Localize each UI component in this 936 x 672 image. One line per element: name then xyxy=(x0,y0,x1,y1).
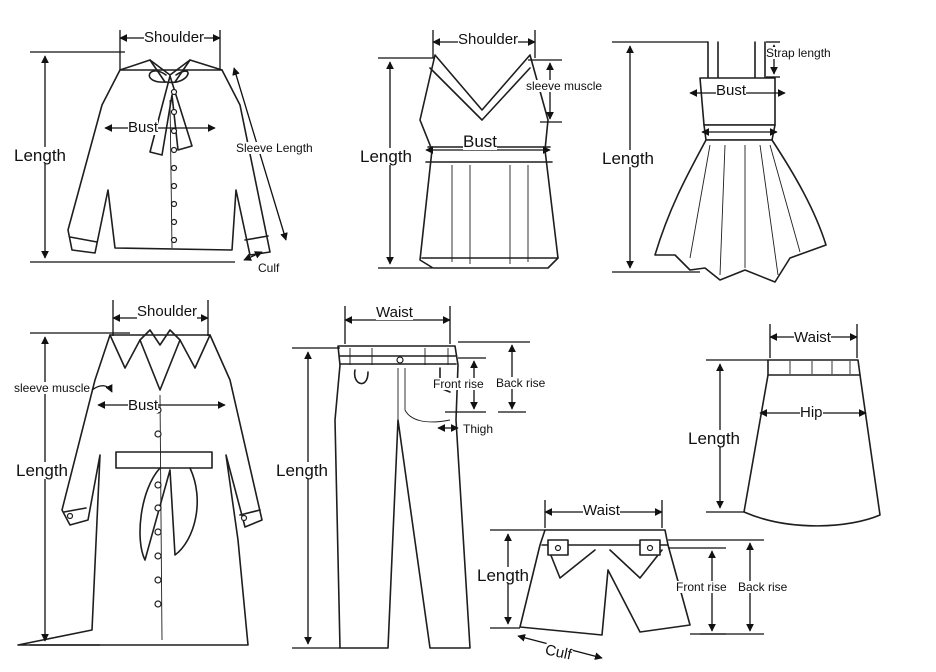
shirt-length-label: Length xyxy=(14,146,66,165)
pants-measure-lines xyxy=(292,306,530,649)
shirt-measure-lines xyxy=(30,30,288,263)
dress-length-label: Length xyxy=(602,149,654,168)
coat-drawing xyxy=(17,329,263,646)
shirt-shoulder-label: Shoulder xyxy=(144,29,205,46)
skirt-hip-label: Hip xyxy=(800,404,823,421)
shorts-length-label: Length xyxy=(477,566,529,585)
tank-sleeve-muscle-label: sleeve muscle xyxy=(526,79,603,93)
pants-drawing xyxy=(334,345,471,649)
shorts-front-rise-label: Front rise xyxy=(676,580,727,594)
tank-shoulder-label: Shoulder xyxy=(458,31,519,48)
coat-shoulder-label: Shoulder xyxy=(137,303,198,320)
shirt-drawing xyxy=(67,59,271,256)
skirt-length-label: Length xyxy=(688,429,740,448)
pants-length-label: Length xyxy=(276,461,328,480)
shorts-back-rise-label: Back rise xyxy=(738,580,788,594)
shorts-drawing xyxy=(519,529,691,636)
skirt-waist-label: Waist xyxy=(794,329,831,346)
shirt-cuff-label: Culf xyxy=(258,261,280,275)
pants-waist-label: Waist xyxy=(376,304,413,321)
dress-bust-label: Bust xyxy=(716,82,747,99)
skirt-drawing xyxy=(743,359,881,527)
dress-drawing xyxy=(654,41,827,283)
tank-length-label: Length xyxy=(360,147,412,166)
pants-front-rise-label: Front rise xyxy=(433,377,484,391)
shirt-bust-label: Bust xyxy=(128,119,159,136)
dress-strap-length-label: Strap length xyxy=(766,46,831,60)
shorts-waist-label: Waist xyxy=(583,502,620,519)
shirt-buttons xyxy=(170,88,178,244)
coat-length-label: Length xyxy=(16,461,68,480)
pants-back-rise-label: Back rise xyxy=(496,376,546,390)
shirt-sleeve-length-label: Sleeve Length xyxy=(236,141,313,155)
pants-thigh-label: Thigh xyxy=(463,422,494,436)
coat-bust-label: Bust xyxy=(128,397,159,414)
coat-sleeve-muscle-label: sleeve muscle xyxy=(14,381,91,395)
tank-bust-label: Bust xyxy=(463,132,498,151)
